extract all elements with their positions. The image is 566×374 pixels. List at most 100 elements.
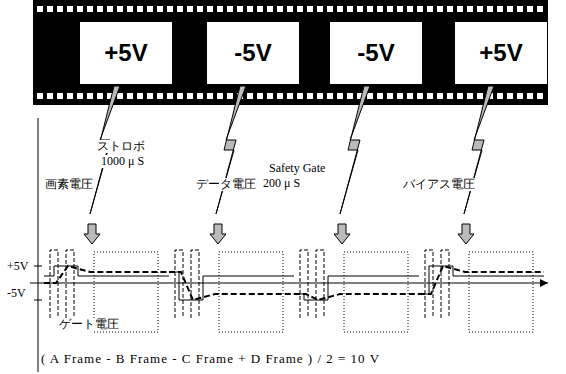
duration-label: 200 μ S bbox=[262, 177, 301, 190]
sprocket-hole bbox=[317, 6, 323, 12]
sprocket-hole bbox=[87, 6, 93, 12]
sprocket-hole bbox=[37, 93, 43, 99]
sprocket-hole bbox=[197, 6, 203, 12]
sprocket-hole bbox=[307, 93, 313, 99]
sprocket-hole bbox=[367, 93, 373, 99]
sprocket-hole bbox=[267, 6, 273, 12]
sprocket-hole bbox=[147, 6, 153, 12]
strobe-bolts bbox=[84, 86, 494, 244]
sprocket-hole bbox=[497, 93, 503, 99]
sprocket-hole bbox=[537, 6, 543, 12]
sprocket-hole bbox=[247, 6, 253, 12]
sprocket-hole bbox=[357, 6, 363, 12]
safety-gate-window bbox=[219, 252, 283, 332]
sprocket-hole bbox=[347, 93, 353, 99]
sprocket-hole bbox=[457, 6, 463, 12]
sprocket-hole bbox=[317, 93, 323, 99]
sprocket-hole bbox=[37, 6, 43, 12]
strobe-bolt bbox=[464, 86, 494, 214]
sprocket-hole bbox=[457, 93, 463, 99]
strobe-bolt bbox=[216, 86, 246, 214]
sprocket-hole bbox=[257, 6, 263, 12]
sprocket-hole bbox=[437, 93, 443, 99]
sprocket-hole bbox=[297, 93, 303, 99]
y-axis bbox=[38, 118, 39, 372]
sprocket-hole bbox=[507, 93, 513, 99]
sprocket-hole bbox=[117, 93, 123, 99]
sprocket-hole bbox=[437, 6, 443, 12]
sprocket-hole bbox=[227, 6, 233, 12]
sprocket-hole bbox=[247, 93, 253, 99]
sprocket-hole bbox=[47, 93, 53, 99]
sprocket-hole bbox=[167, 6, 173, 12]
sprocket-hole bbox=[257, 93, 263, 99]
level-label: +5V bbox=[6, 260, 29, 273]
sprocket-hole bbox=[417, 93, 423, 99]
sprocket-hole bbox=[137, 93, 143, 99]
sprocket-hole bbox=[447, 6, 453, 12]
sprocket-hole bbox=[477, 93, 483, 99]
strobe-bolt bbox=[340, 86, 370, 214]
frame-box: +5V bbox=[80, 22, 172, 84]
signal-name: ゲート電圧 bbox=[58, 318, 120, 331]
sprocket-hole bbox=[97, 93, 103, 99]
sprocket-hole bbox=[387, 93, 393, 99]
strobe-arrow bbox=[210, 224, 226, 244]
sprocket-hole bbox=[407, 93, 413, 99]
sprocket-hole bbox=[277, 6, 283, 12]
pixel-voltage bbox=[294, 294, 419, 300]
frame-box: +5V bbox=[455, 22, 547, 84]
signal-name: データ電圧 bbox=[195, 178, 257, 191]
signal-name: Safety Gate bbox=[268, 162, 326, 175]
x-axis bbox=[30, 283, 548, 284]
sprocket-hole bbox=[327, 6, 333, 12]
sprocket-hole bbox=[97, 6, 103, 12]
signal-traces bbox=[34, 250, 544, 332]
sprocket-hole bbox=[137, 6, 143, 12]
safety-gate-window bbox=[469, 252, 533, 332]
voltage-text: -5V bbox=[234, 39, 271, 67]
sprocket-hole bbox=[397, 6, 403, 12]
sprocket-hole bbox=[397, 93, 403, 99]
duration-label: 1000 μ S bbox=[100, 155, 145, 168]
data-voltage bbox=[419, 266, 544, 294]
safety-gate-window bbox=[344, 252, 408, 332]
sprocket-hole bbox=[187, 6, 193, 12]
data-voltage bbox=[294, 276, 419, 300]
sprocket-hole bbox=[67, 93, 73, 99]
sprocket-hole bbox=[377, 6, 383, 12]
sprocket-hole bbox=[487, 6, 493, 12]
sprocket-hole bbox=[207, 6, 213, 12]
sprocket-hole bbox=[347, 6, 353, 12]
sprocket-hole bbox=[527, 93, 533, 99]
sprocket-hole bbox=[157, 93, 163, 99]
sprocket-hole bbox=[207, 93, 213, 99]
sprocket-hole bbox=[57, 93, 63, 99]
strobe-label: ストロボ bbox=[96, 140, 146, 153]
sprocket-hole bbox=[377, 93, 383, 99]
sprocket-hole bbox=[327, 93, 333, 99]
level-tick bbox=[34, 266, 42, 267]
sprocket-hole bbox=[537, 93, 543, 99]
frame-box: -5V bbox=[207, 22, 299, 84]
sprocket-hole bbox=[227, 93, 233, 99]
sprocket-hole bbox=[297, 6, 303, 12]
signal-name: 画素電圧 bbox=[44, 178, 94, 191]
sprocket-hole bbox=[407, 6, 413, 12]
voltage-text: +5V bbox=[104, 39, 147, 67]
sprocket-hole bbox=[157, 6, 163, 12]
sprocket-hole bbox=[477, 6, 483, 12]
data-voltage bbox=[169, 272, 294, 300]
strobe-arrow bbox=[84, 224, 100, 244]
sprocket-hole bbox=[467, 93, 473, 99]
film-strip bbox=[33, 0, 548, 105]
sprocket-hole bbox=[427, 93, 433, 99]
sprocket-hole bbox=[417, 6, 423, 12]
voltage-text: +5V bbox=[479, 39, 522, 67]
sprocket-hole bbox=[177, 93, 183, 99]
sprocket-hole bbox=[147, 93, 153, 99]
strobe-arrow bbox=[334, 224, 350, 244]
sprocket-hole bbox=[387, 6, 393, 12]
axis-arrow bbox=[540, 279, 548, 287]
